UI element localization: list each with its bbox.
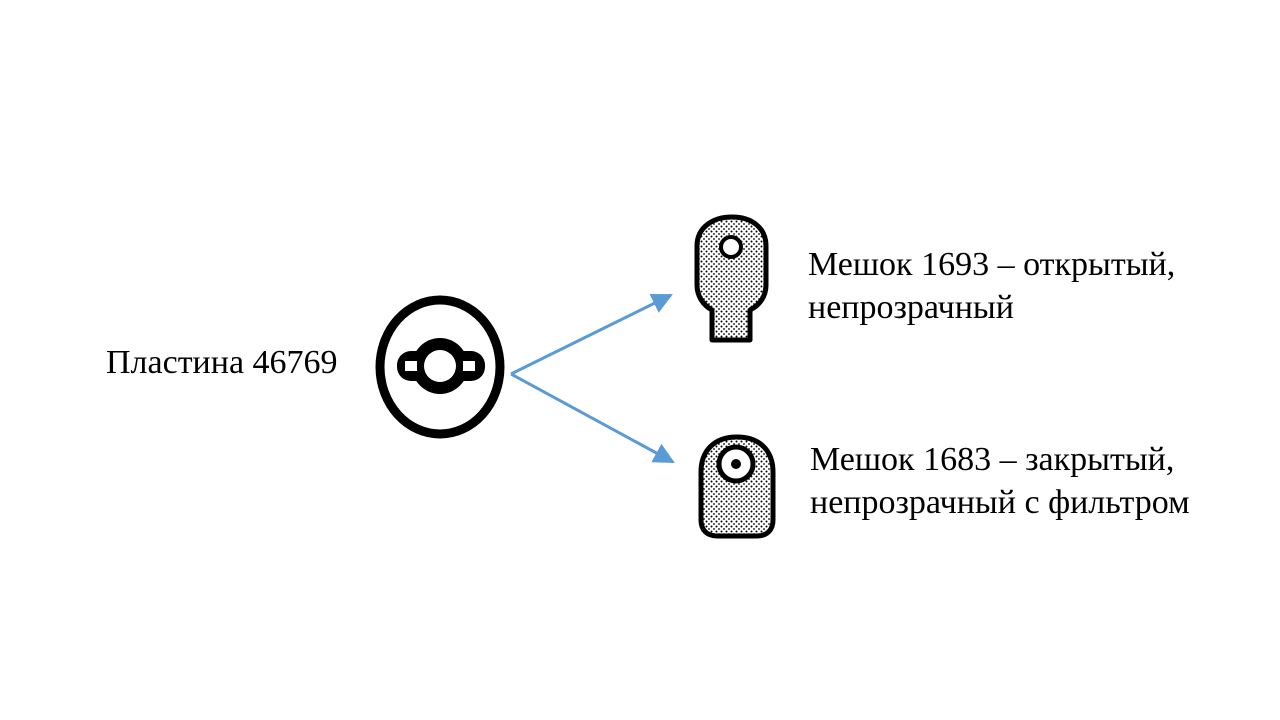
bag-1693-label-line-2: непрозрачный <box>808 289 1014 326</box>
bag-1683-label-line-2: непрозрачный с фильтром <box>810 484 1190 521</box>
open-ostomy-bag-icon <box>694 214 769 343</box>
arrow-to-bag-1693 <box>510 293 673 376</box>
bag-1683-label-line-1: Мешок 1683 – закрытый, <box>810 441 1175 478</box>
bag-1693-label-line-1: Мешок 1693 – открытый, <box>808 246 1176 283</box>
ostomy-plate-icon <box>375 295 505 439</box>
closed-ostomy-bag-with-filter-icon <box>698 434 776 539</box>
bag-1683-label: Мешок 1683 – закрытый, непрозрачный с фи… <box>810 438 1190 524</box>
plate-label: Пластина 46769 <box>106 344 338 381</box>
bag-1693-label: Мешок 1693 – открытый, непрозрачный <box>808 243 1175 329</box>
arrow-to-bag-1683 <box>510 372 675 464</box>
